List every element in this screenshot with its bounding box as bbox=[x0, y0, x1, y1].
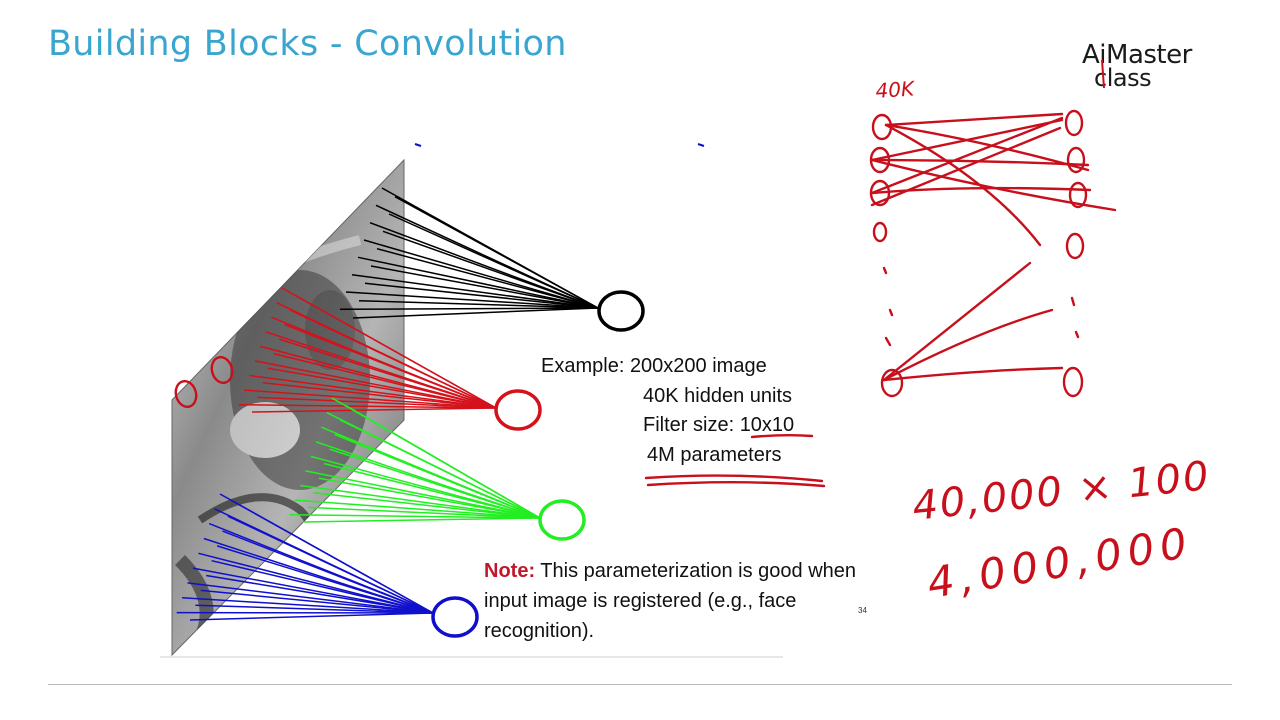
ink-input-node bbox=[880, 368, 904, 398]
connection-line bbox=[216, 545, 434, 614]
connection-line bbox=[305, 470, 541, 519]
connection-line bbox=[284, 323, 497, 409]
connection-line bbox=[211, 559, 434, 614]
connection-line bbox=[238, 403, 497, 409]
example-line-image: Example: 200x200 image bbox=[541, 352, 794, 382]
hidden-unit-blue bbox=[431, 596, 479, 638]
connection-line bbox=[254, 360, 497, 409]
connection-line bbox=[357, 256, 599, 309]
connection-line bbox=[318, 477, 541, 519]
connection-line bbox=[192, 567, 434, 614]
green-unit-connections bbox=[289, 397, 541, 523]
connection-line bbox=[358, 299, 599, 309]
connection-line bbox=[308, 506, 541, 519]
connection-line bbox=[352, 307, 599, 319]
connection-line bbox=[206, 574, 434, 614]
hidden-unit-red bbox=[494, 389, 542, 431]
connection-line bbox=[329, 448, 541, 519]
example-line-hidden: 40K hidden units bbox=[541, 382, 794, 412]
example-hidden-units: 40K hidden units bbox=[643, 384, 793, 407]
ink-underline-filter bbox=[750, 434, 814, 439]
ink-equation: 40,000 × 100 bbox=[910, 453, 1212, 530]
connection-line bbox=[244, 389, 497, 409]
connection-line bbox=[302, 517, 541, 523]
example-line-filter: Filter size: 10x10 bbox=[541, 411, 794, 441]
connection-line bbox=[345, 404, 541, 519]
black-unit-connections bbox=[339, 187, 599, 319]
logo-ink-mark bbox=[1101, 59, 1105, 89]
connection-line bbox=[200, 589, 434, 614]
note-text-block: Note: This parameterization is good when… bbox=[484, 556, 864, 646]
ink-text-group: 40K 40,000 × 100 4,000,000 bbox=[875, 76, 1213, 608]
ink-hidden-label: 40K bbox=[875, 76, 917, 103]
connection-line bbox=[363, 239, 599, 309]
connection-line bbox=[394, 196, 599, 309]
ink-annotations bbox=[174, 109, 1117, 488]
example-line-params: 4M parameters bbox=[541, 441, 794, 471]
footer-divider bbox=[48, 684, 1232, 685]
connection-line bbox=[294, 499, 541, 519]
connection-line bbox=[195, 604, 434, 614]
ink-zero-2 bbox=[210, 355, 234, 385]
connection-line bbox=[313, 492, 541, 519]
logo-text-top: AiMaster bbox=[1082, 40, 1192, 70]
connection-line bbox=[370, 265, 599, 309]
connection-line bbox=[273, 352, 497, 409]
connection-line bbox=[376, 247, 599, 309]
ink-underline-params-2 bbox=[646, 481, 826, 488]
ink-result: 4,000,000 bbox=[924, 518, 1196, 608]
connection-line bbox=[382, 230, 599, 309]
connection-line bbox=[249, 374, 497, 409]
note-label: Note: bbox=[484, 560, 536, 582]
ink-hidden-node bbox=[1065, 232, 1085, 260]
connection-line bbox=[251, 407, 497, 413]
connection-line bbox=[388, 213, 599, 309]
connection-line bbox=[222, 530, 434, 614]
note-body: This parameterization is good when input… bbox=[484, 560, 857, 642]
connection-line bbox=[257, 396, 497, 409]
connection-line bbox=[364, 282, 599, 309]
connection-line bbox=[345, 291, 599, 309]
example-label: Example: bbox=[541, 355, 625, 377]
connection-line bbox=[339, 307, 599, 311]
example-parameters: 4M parameters bbox=[647, 443, 782, 466]
red-unit-connections bbox=[238, 287, 497, 413]
connection-line bbox=[351, 273, 599, 309]
connection-line bbox=[187, 582, 434, 614]
ink-underline-params-1 bbox=[644, 474, 824, 483]
connection-line bbox=[300, 484, 541, 519]
connection-line bbox=[289, 309, 497, 409]
connection-line bbox=[268, 367, 497, 409]
example-image-size: 200x200 image bbox=[629, 355, 767, 377]
connection-line bbox=[189, 612, 434, 621]
blue-unit-connections bbox=[176, 493, 434, 621]
filter-size-value: 10x10 bbox=[739, 414, 795, 436]
connection-line bbox=[324, 462, 541, 519]
connection-line bbox=[182, 597, 434, 614]
connection-line bbox=[289, 513, 541, 519]
connection-line bbox=[262, 382, 497, 409]
ink-hidden-node bbox=[1062, 366, 1084, 398]
brand-logo: AiMaster class bbox=[1080, 40, 1210, 98]
input-image-plane bbox=[171, 158, 405, 657]
connection-line bbox=[227, 515, 434, 614]
slide-title: Building Blocks - Convolution bbox=[48, 24, 567, 64]
filter-size-label: Filter size: bbox=[643, 414, 735, 436]
page-number: 34 bbox=[858, 606, 867, 615]
connection-line bbox=[294, 294, 497, 409]
connection-line bbox=[278, 338, 497, 409]
ink-hidden-node bbox=[1064, 109, 1084, 137]
hidden-unit-black bbox=[597, 290, 645, 332]
ink-hidden-node bbox=[1066, 146, 1086, 174]
example-text-block: Example: 200x200 image 40K hidden units … bbox=[541, 352, 794, 470]
ink-input-node bbox=[872, 221, 888, 243]
connection-line bbox=[232, 500, 434, 614]
connection-line bbox=[339, 419, 541, 519]
hidden-unit-green bbox=[538, 499, 586, 541]
ink-zero-1 bbox=[174, 379, 198, 409]
connection-line bbox=[334, 433, 541, 519]
ink-hidden-node bbox=[1068, 181, 1088, 209]
